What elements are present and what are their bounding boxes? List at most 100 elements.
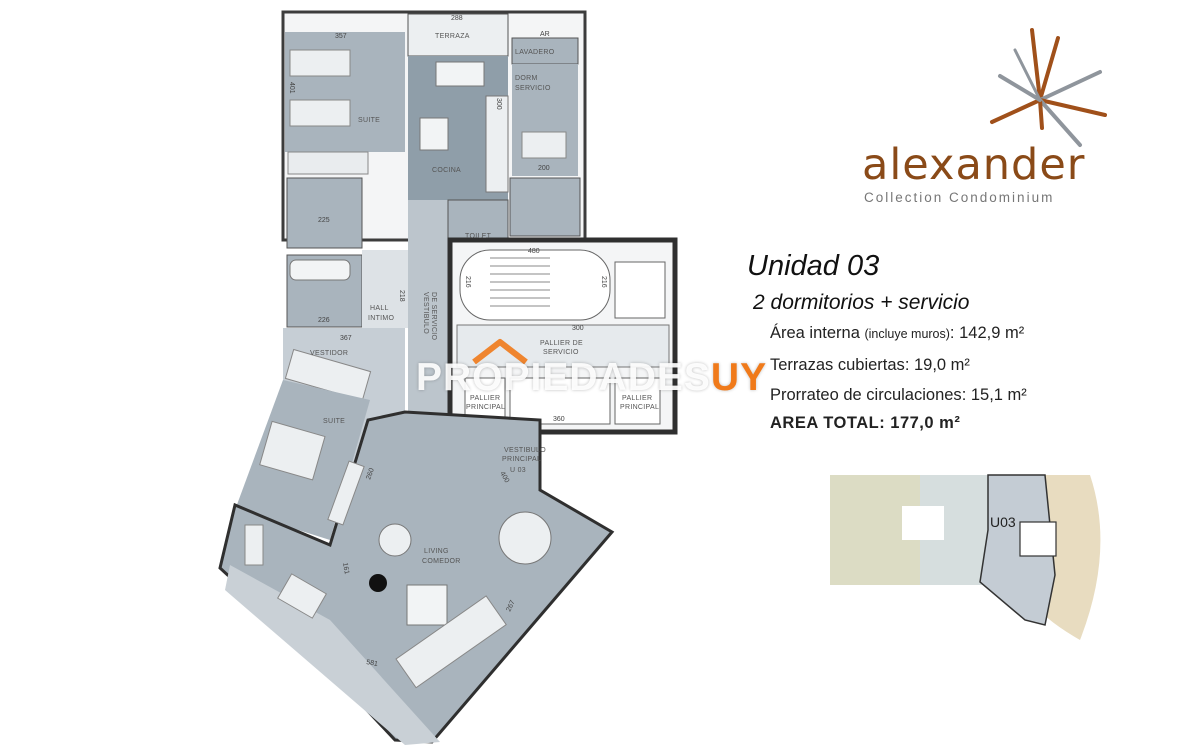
sofa-icon (395, 595, 507, 689)
watermark-text: PROPIEDADES (416, 356, 711, 399)
dim-lavadero: AR (540, 31, 550, 38)
unit-subtitle: 2 dormitorios + servicio (753, 291, 970, 314)
area-value: : 19,0 m² (904, 356, 970, 374)
brand-subtitle: Collection Condominium (864, 190, 1055, 205)
coffee-table-icon (378, 523, 412, 557)
label-palier-principal-l2: PRINCIPAL (466, 404, 505, 411)
key-plan-core (1019, 521, 1057, 557)
elevator-service (614, 261, 666, 319)
dim-bano1: 225 (318, 217, 330, 224)
dim-living-c: 267 (505, 599, 516, 613)
area-terrazas: Terrazas cubiertas: 19,0 m² (770, 356, 970, 375)
dim-palier-bottom: 360 (553, 416, 565, 423)
area-value: : 142,9 m² (949, 324, 1025, 342)
stairs-icon (490, 257, 550, 307)
label-palier-principal-r2: PRINCIPAL (620, 404, 659, 411)
elevator-mid (509, 377, 611, 425)
label-terraza: TERRAZA (435, 33, 470, 40)
column-icon (369, 574, 387, 592)
dim-esc-l: 216 (464, 276, 471, 288)
lounge-chair-icon (276, 573, 328, 619)
stairwell (459, 249, 611, 321)
label-cocina: COCINA (432, 167, 461, 174)
dim-palier: 300 (572, 325, 584, 332)
label-hall-1: HALL (370, 305, 389, 312)
area-total: AREA TOTAL: 177,0 m² (770, 414, 960, 433)
label-unit-ref: U 03 (510, 467, 526, 474)
label-dorm-servicio-2: SERVICIO (515, 85, 551, 92)
label-dorm-servicio-1: DORM (515, 75, 538, 82)
label-lavadero: LAVADERO (515, 49, 555, 56)
label-palier-servicio-2: SERVICIO (543, 349, 579, 356)
label-toilet: TOILET (465, 233, 492, 240)
label-vestibulo-servicio-1: VESTIBULO (422, 292, 429, 334)
bed-icon (521, 131, 567, 159)
key-plan: U03 (830, 474, 1101, 640)
label-vestibulo-principal-2: PRINCIPAL (502, 456, 541, 463)
dim-diag: 400 (498, 471, 510, 485)
watermark-roof-icon (472, 339, 528, 364)
star-burst-icon (990, 28, 1107, 147)
dim-esc-r: 216 (600, 276, 607, 288)
label-palier-servicio-1: PALLIER DE (540, 340, 583, 347)
area-label: Área interna (770, 324, 860, 342)
dim-placard: 260 (365, 467, 376, 480)
dim-living-b: 581 (366, 659, 379, 668)
area-value: : 15,1 m² (961, 386, 1027, 404)
dim-top-terraza: 288 (451, 15, 463, 22)
dim-dorm: 200 (538, 165, 550, 172)
watermark-suffix: UY (710, 356, 768, 399)
floor-plan: TERRAZA LAVADERO DORM SERVICIO SUITE COC… (218, 10, 678, 745)
bed-icon (289, 49, 351, 77)
label-hall-2: INTIMO (368, 315, 395, 322)
brand-name: alexander (862, 140, 1086, 190)
key-plan-unit-label: U03 (990, 514, 1016, 530)
key-plan-void (902, 506, 944, 540)
label-living-1: LIVING (424, 548, 449, 555)
bed-icon (259, 420, 326, 481)
dim-living-a: 161 (341, 562, 350, 575)
closet-strip (287, 151, 369, 175)
dim-top-left: 357 (335, 33, 347, 40)
area-interna: Área interna (incluye muros): 142,9 m² (770, 324, 1024, 343)
hall-intimo (362, 250, 408, 328)
lounge-chair-icon (244, 524, 264, 566)
bathtub-icon (289, 259, 351, 281)
kitchen-counter-2 (485, 95, 509, 193)
label-vestidor: VESTIDOR (310, 350, 348, 357)
elevator-right (614, 377, 661, 425)
area-prorrateo: Prorrateo de circulaciones: 15,1 m² (770, 386, 1027, 405)
area-label: Prorrateo de circulaciones (770, 386, 962, 404)
dim-bano2: 226 (318, 317, 330, 324)
rug-icon (406, 584, 448, 626)
kitchen-counter (435, 61, 485, 87)
label-palier-principal-l1: PALLIER (470, 395, 500, 402)
key-plan-unit-03 (979, 474, 1056, 626)
area-note: (incluye muros) (864, 327, 950, 341)
dim-cocina: 300 (495, 98, 502, 110)
area-total-label: AREA TOTAL (770, 414, 880, 432)
unit-title: Unidad 03 (747, 250, 880, 282)
label-living-2: COMEDOR (422, 558, 461, 565)
bathroom-1 (286, 177, 363, 249)
dim-escalera: 480 (528, 248, 540, 255)
dim-side-suite: 401 (288, 82, 295, 94)
service-bath (509, 177, 581, 237)
round-table-icon (498, 511, 552, 565)
placard-icon (327, 460, 365, 526)
label-vestibulo-principal-1: VESTIBULO (504, 447, 546, 454)
label-vestibulo-servicio-2: DE SERVICIO (430, 292, 437, 341)
brand-logo-icon (990, 28, 1107, 147)
dining-table-icon (419, 117, 449, 151)
bed-icon (289, 99, 351, 127)
dim-hall: 218 (398, 290, 405, 302)
label-palier-principal-r1: PALLIER (622, 395, 652, 402)
label-suite-top: SUITE (358, 117, 380, 124)
service-corridor (408, 200, 448, 432)
area-label: Terrazas cubiertas (770, 356, 905, 374)
dim-vestidor: 367 (340, 335, 352, 342)
watermark: PROPIEDADESUY (416, 356, 767, 400)
label-suite-bottom: SUITE (323, 418, 345, 425)
area-total-value: : 177,0 m² (879, 414, 961, 432)
terrace-balcony (225, 565, 440, 745)
